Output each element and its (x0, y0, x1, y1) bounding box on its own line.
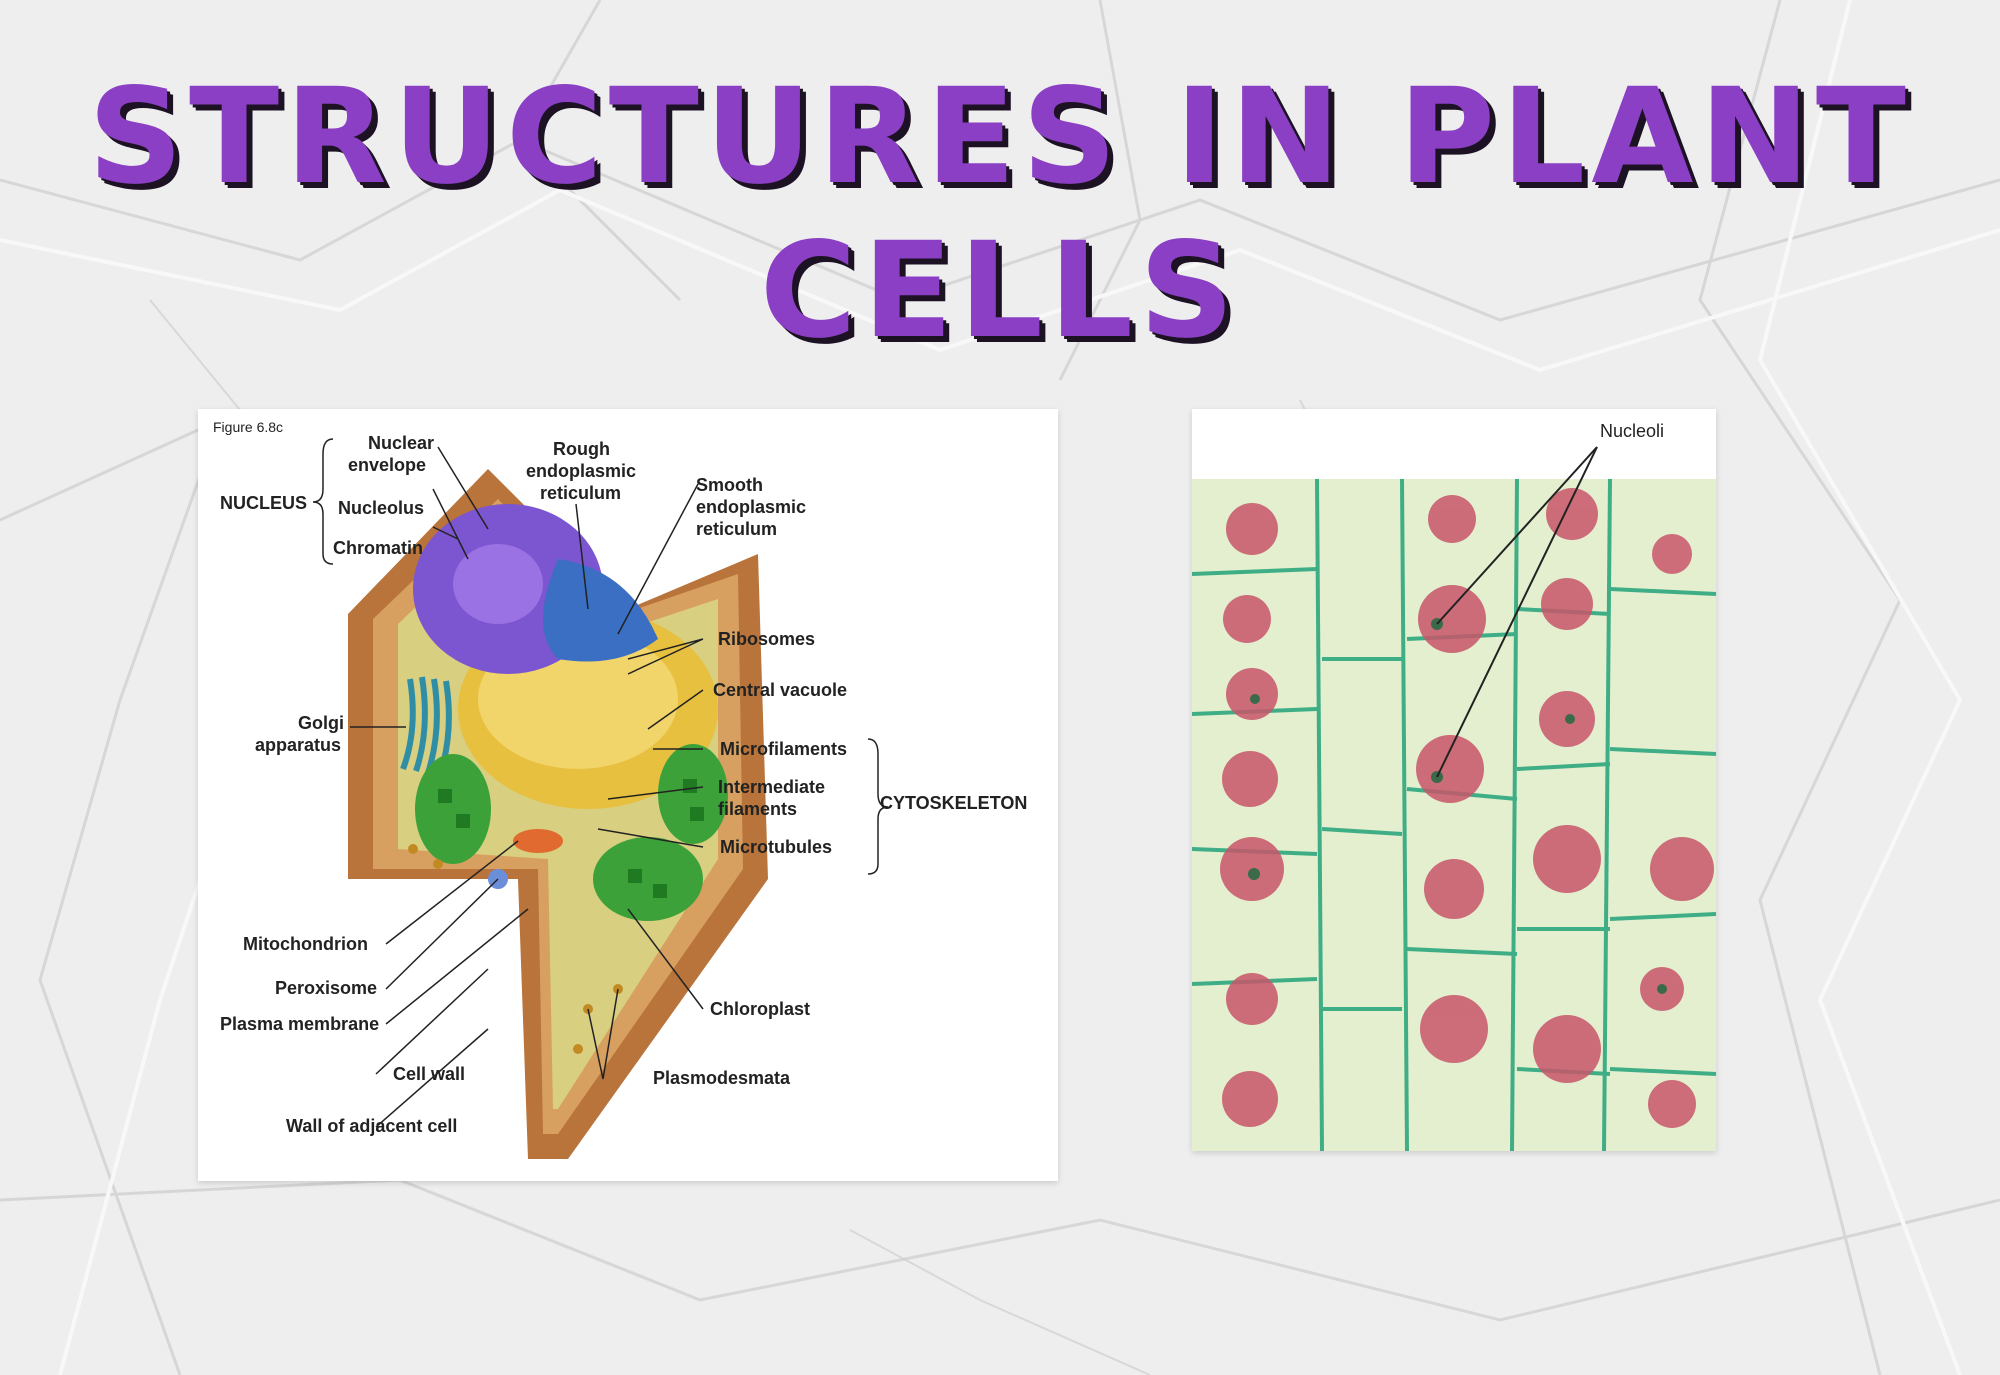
label-smooth-er-3: reticulum (696, 519, 777, 539)
mitochondrion-shape (513, 829, 563, 853)
label-braces (312, 438, 889, 875)
label-plasmodesmata: Plasmodesmata (653, 1068, 791, 1088)
label-wall-adjacent-cell: Wall of adjacent cell (286, 1116, 457, 1136)
label-smooth-er-2: endoplasmic (696, 497, 806, 517)
rough-er-shape (543, 559, 658, 662)
label-intermediate-2: filaments (718, 799, 797, 819)
slide-title: STRUCTURES IN PLANT CELLS (88, 60, 1912, 368)
label-rough-er-3: reticulum (540, 483, 621, 503)
label-nuclear-envelope-2: envelope (348, 455, 426, 475)
label-chloroplast: Chloroplast (710, 999, 810, 1019)
label-mitochondrion: Mitochondrion (243, 934, 368, 954)
label-nuclear-envelope-1: Nuclear (368, 433, 434, 453)
label-rough-er-1: Rough (553, 439, 610, 459)
label-microtubules: Microtubules (720, 837, 832, 857)
label-nucleolus: Nucleolus (338, 498, 424, 518)
label-golgi-2: apparatus (255, 735, 341, 755)
leader-lines (350, 446, 704, 1128)
label-chromatin: Chromatin (333, 538, 423, 558)
label-cell-wall: Cell wall (393, 1064, 465, 1084)
label-peroxisome: Peroxisome (275, 978, 377, 998)
label-central-vacuole: Central vacuole (713, 680, 847, 700)
plant-cell-micrograph: Nucleoli (1191, 421, 1717, 1152)
micrograph-panel: Nucleoli (1191, 409, 1717, 1152)
label-cytoskeleton: CYTOSKELETON (880, 793, 1027, 813)
label-nucleus: NUCLEUS (220, 493, 307, 513)
figure-label: Figure 6.8c (213, 419, 283, 435)
chloroplast-shape-1 (415, 754, 491, 864)
label-intermediate-1: Intermediate (718, 777, 825, 797)
label-golgi-1: Golgi (298, 713, 344, 733)
label-plasma-membrane: Plasma membrane (220, 1014, 379, 1034)
plant-cell-diagram-panel: Figure 6.8c (198, 409, 1058, 1181)
label-nucleoli: Nucleoli (1600, 421, 1664, 441)
stained-nuclei (1220, 488, 1714, 1128)
plant-cell-diagram: Figure 6.8c (213, 419, 1027, 1159)
nucleolus-shape (453, 544, 543, 624)
label-rough-er-2: endoplasmic (526, 461, 636, 481)
nucleoli-pointers (1436, 446, 1598, 778)
nucleoli-dots (1248, 618, 1667, 994)
label-microfilaments: Microfilaments (720, 739, 847, 759)
label-ribosomes: Ribosomes (718, 629, 815, 649)
chloroplast-shape-2 (593, 837, 703, 921)
label-smooth-er-1: Smooth (696, 475, 763, 495)
chloroplast-shape-3 (658, 744, 728, 844)
